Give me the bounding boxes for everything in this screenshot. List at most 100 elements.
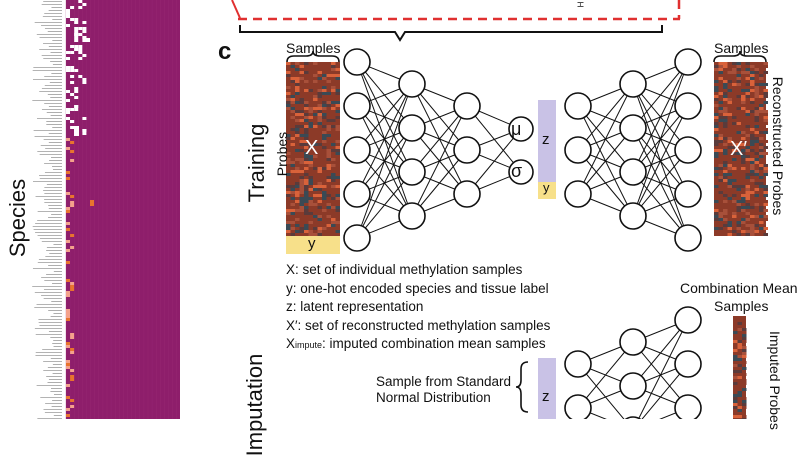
heatmap-texel <box>754 230 759 233</box>
heatmap-texel <box>718 227 723 230</box>
heatmap-texel <box>317 143 322 146</box>
heatmap-cell <box>82 27 87 30</box>
heatmap-texel <box>326 152 331 155</box>
heatmap-texel <box>750 83 755 86</box>
heatmap-texel <box>322 101 327 104</box>
heatmap-texel <box>763 116 768 119</box>
heatmap-texel <box>718 119 723 122</box>
heatmap-cell <box>66 99 70 102</box>
heatmap-texel <box>308 107 313 110</box>
heatmap-texel <box>331 221 336 224</box>
heatmap-texel <box>331 176 336 179</box>
heatmap-texel <box>736 191 741 194</box>
heatmap-texel <box>299 77 304 80</box>
heatmap-texel <box>295 128 300 131</box>
heatmap-texel <box>322 89 327 92</box>
heatmap-texel <box>727 77 732 80</box>
heatmap-texel <box>732 149 737 152</box>
heatmap-texel <box>727 80 732 83</box>
heatmap-texel <box>304 146 309 149</box>
sample-from-line2: Normal Distribution <box>376 390 491 405</box>
heatmap-texel <box>714 227 719 230</box>
heatmap-texel <box>763 194 768 197</box>
heatmap-texel <box>304 161 309 164</box>
heatmap-texel <box>736 185 741 188</box>
heatmap-texel <box>335 197 340 200</box>
heatmap-texel <box>308 89 313 92</box>
heatmap-texel <box>745 71 750 74</box>
heatmap-texel <box>737 406 742 409</box>
heatmap-texel <box>759 95 764 98</box>
heatmap-texel <box>335 230 340 233</box>
heatmap-texel <box>295 170 300 173</box>
heatmap-texel <box>317 200 322 203</box>
heatmap-cell <box>66 192 70 195</box>
heatmap-cell <box>74 36 79 39</box>
heatmap-texel <box>763 203 768 206</box>
network-node <box>674 394 702 419</box>
heatmap-texel <box>723 176 728 179</box>
heatmap-texel <box>741 122 746 125</box>
heatmap-texel <box>742 346 747 349</box>
heatmap-texel <box>290 95 295 98</box>
heatmap-texel <box>290 209 295 212</box>
heatmap-texel <box>745 77 750 80</box>
heatmap-cell <box>82 81 87 84</box>
heatmap-texel <box>727 137 732 140</box>
heatmap-texel <box>714 119 719 122</box>
heatmap-cell <box>74 87 79 90</box>
heatmap-texel <box>732 71 737 74</box>
heatmap-texel <box>750 224 755 227</box>
heatmap-texel <box>723 146 728 149</box>
heatmap-cell <box>70 375 75 378</box>
heatmap-texel <box>304 137 309 140</box>
heatmap-texel <box>317 182 322 185</box>
network-node <box>564 136 592 164</box>
heatmap-texel <box>308 92 313 95</box>
heatmap-texel <box>718 164 723 167</box>
heatmap-cell <box>74 90 79 93</box>
heatmap-cell <box>70 234 75 237</box>
heatmap-texel <box>322 116 327 119</box>
heatmap-texel <box>331 113 336 116</box>
network-edge <box>641 363 689 419</box>
sigma-label: σ <box>511 161 523 181</box>
heatmap-texel <box>733 364 738 367</box>
imputed-heatmap <box>733 316 747 419</box>
heatmap-texel <box>322 152 327 155</box>
heatmap-texel <box>718 215 723 218</box>
heatmap-texel <box>335 116 340 119</box>
heatmap-texel <box>286 203 291 206</box>
heatmap-cell <box>74 69 79 72</box>
heatmap-texel <box>737 391 742 394</box>
network-node <box>398 114 426 142</box>
heatmap-texel <box>322 68 327 71</box>
heatmap-texel <box>286 230 291 233</box>
heatmap-texel <box>759 110 764 113</box>
heatmap-texel <box>304 101 309 104</box>
heatmap-texel <box>295 191 300 194</box>
heatmap-texel <box>295 209 300 212</box>
heatmap-texel <box>736 230 741 233</box>
heatmap-texel <box>295 92 300 95</box>
heatmap-texel <box>737 382 742 385</box>
heatmap-texel <box>313 155 318 158</box>
heatmap-texel <box>335 167 340 170</box>
heatmap-cell <box>82 36 87 39</box>
heatmap-texel <box>714 86 719 89</box>
heatmap-texel <box>741 143 746 146</box>
heatmap-texel <box>745 149 750 152</box>
heatmap-texel <box>714 143 719 146</box>
heatmap-texel <box>335 92 340 95</box>
heatmap-cell <box>70 18 75 21</box>
heatmap-texel <box>295 185 300 188</box>
heatmap-texel <box>308 200 313 203</box>
heatmap-cell <box>66 360 70 363</box>
heatmap-texel <box>322 134 327 137</box>
heatmap-texel <box>313 179 318 182</box>
heatmap-texel <box>727 167 732 170</box>
samples-label-input: Samples <box>286 40 341 56</box>
heatmap-texel <box>727 95 732 98</box>
heatmap-cell <box>74 18 79 21</box>
heatmap-texel <box>741 83 746 86</box>
